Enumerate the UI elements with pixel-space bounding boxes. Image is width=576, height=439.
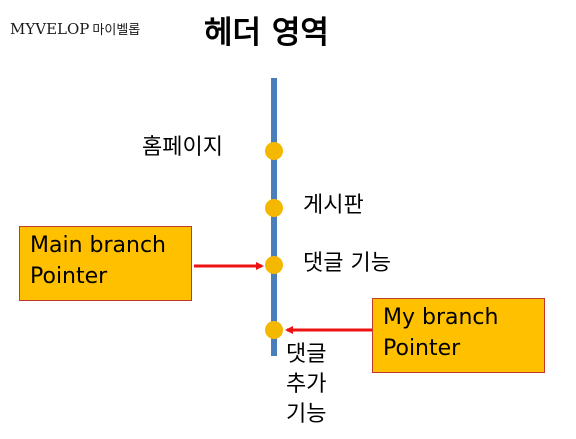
brand-name-ko: 마이벨롭: [92, 23, 141, 38]
commit-node-comment: [265, 256, 283, 274]
page-title: 헤더 영역: [204, 15, 329, 51]
my-branch-pointer-box: My branch Pointer: [372, 298, 545, 373]
main-branch-pointer-box: Main branch Pointer: [19, 226, 192, 301]
pointer-line: Pointer: [30, 264, 108, 289]
pointer-line: Main branch: [30, 233, 166, 258]
commit-label-line: 댓글: [286, 342, 327, 367]
commit-label-comment: 댓글 기능: [303, 251, 391, 276]
brand-name-en: MYVELOP: [10, 20, 90, 38]
pointer-line: Pointer: [383, 336, 461, 361]
commit-node-board: [265, 199, 283, 217]
commit-label-comment-add: 댓글 추가 기능: [286, 340, 326, 430]
pointer-line: My branch: [383, 305, 499, 330]
commit-label-board: 게시판: [303, 193, 364, 218]
commit-label-line: 기능: [286, 402, 327, 427]
commit-label-homepage: 홈페이지: [142, 135, 223, 160]
commit-node-homepage: [265, 142, 283, 160]
commit-label-line: 추가: [286, 372, 327, 397]
commit-node-comment-add: [265, 321, 283, 339]
